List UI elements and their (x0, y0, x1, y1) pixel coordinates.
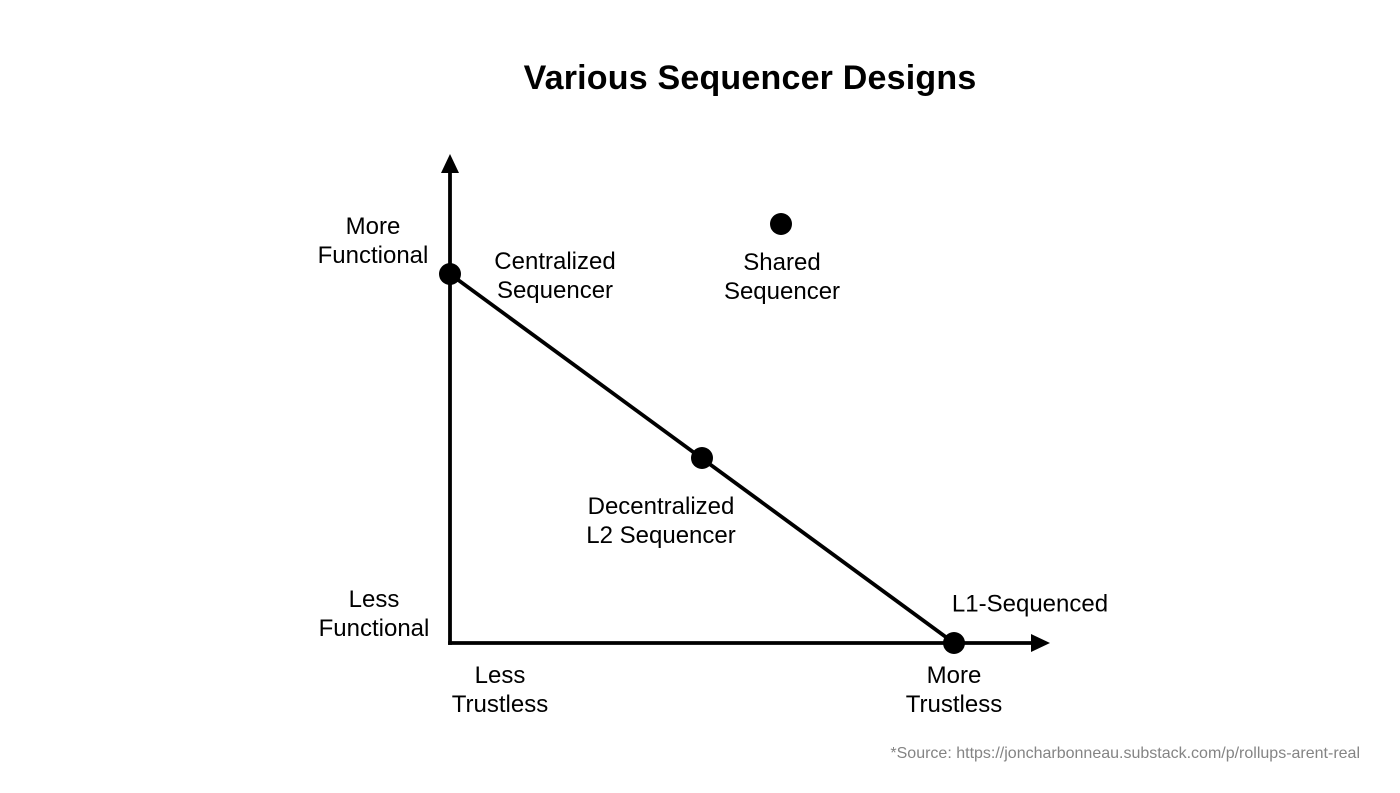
label-centralized-sequencer: Centralized Sequencer (494, 247, 616, 304)
point-l1-sequenced (943, 632, 965, 654)
point-decentralized-l2-sequencer (691, 447, 713, 469)
point-shared-sequencer (770, 213, 792, 235)
x-axis-left-label: Less Trustless (451, 661, 549, 718)
diagram-title: Various Sequencer Designs (523, 59, 977, 97)
x-axis-right-label: More Trustless (905, 661, 1003, 718)
label-l1-sequenced: L1-Sequenced (951, 590, 1109, 618)
label-decentralized-l2-sequencer: Decentralized L2 Sequencer (586, 492, 736, 549)
x-axis-arrowhead-icon (1031, 634, 1050, 652)
y-axis-arrowhead-icon (441, 154, 459, 173)
label-shared-sequencer: Shared Sequencer (723, 248, 841, 305)
source-note: *Source: https://joncharbonneau.substack… (890, 745, 1360, 762)
y-axis-top-label: More Functional (317, 212, 429, 269)
y-axis-bottom-label: Less Functional (318, 585, 430, 642)
point-centralized-sequencer (439, 263, 461, 285)
